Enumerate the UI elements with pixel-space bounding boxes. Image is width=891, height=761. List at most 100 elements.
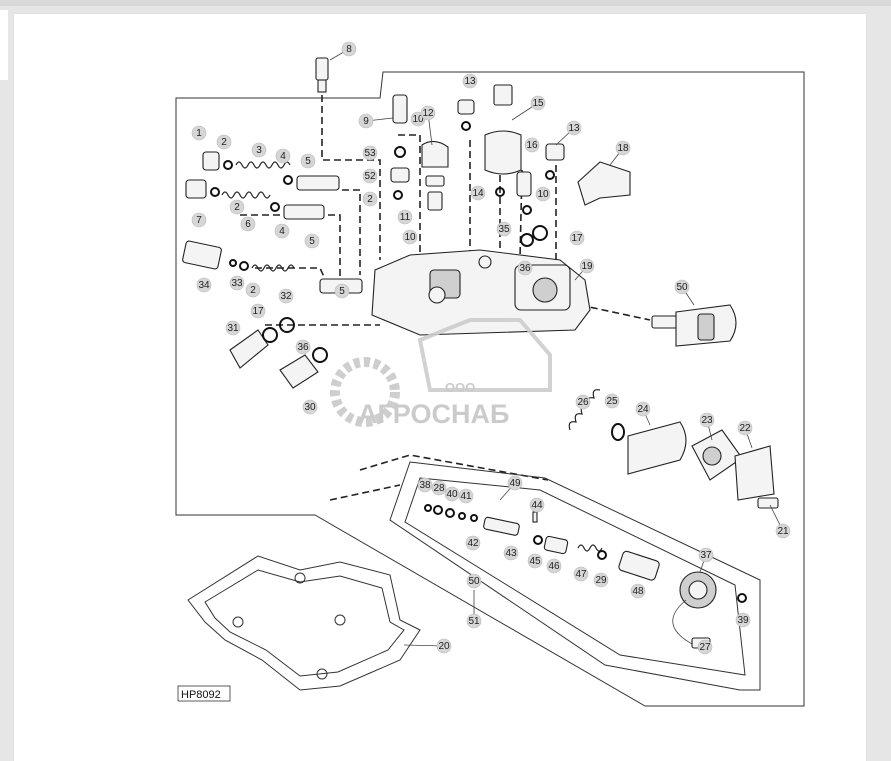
- callout-20: 20: [436, 638, 452, 654]
- callout-15: 15: [530, 95, 546, 111]
- callout-13-2: 13: [566, 120, 582, 136]
- callout-50-2: 50: [466, 573, 482, 589]
- svg-text:3: 3: [256, 145, 262, 156]
- callout-17-2: 17: [250, 303, 266, 319]
- svg-text:4: 4: [280, 151, 286, 162]
- callout-16: 16: [524, 137, 540, 153]
- svg-text:53: 53: [364, 148, 376, 159]
- svg-text:8: 8: [346, 44, 352, 55]
- svg-text:4: 4: [279, 226, 285, 237]
- callout-10-3: 10: [535, 186, 551, 202]
- svg-text:49: 49: [509, 478, 521, 489]
- svg-text:19: 19: [581, 261, 593, 272]
- callout-5: 5: [300, 153, 316, 169]
- callout-48: 48: [630, 583, 646, 599]
- svg-text:7: 7: [196, 215, 202, 226]
- callout-26: 26: [575, 394, 591, 410]
- watermark-prefix: ООО: [445, 380, 475, 395]
- svg-text:2: 2: [221, 137, 227, 148]
- callout-30: 30: [302, 399, 318, 415]
- left-components: [182, 151, 363, 389]
- callout-5-2: 5: [304, 233, 320, 249]
- svg-text:21: 21: [777, 526, 789, 537]
- top-components: [315, 57, 631, 247]
- svg-text:14: 14: [472, 188, 484, 199]
- callout-36: 36: [517, 260, 533, 276]
- left-panel-edge: [0, 10, 8, 80]
- callout-24: 24: [635, 401, 651, 417]
- svg-text:45: 45: [529, 556, 541, 567]
- svg-text:46: 46: [548, 561, 560, 572]
- callout-43: 43: [503, 545, 519, 561]
- callout-3: 3: [251, 142, 267, 158]
- callout-18: 18: [615, 140, 631, 156]
- svg-text:17: 17: [571, 233, 583, 244]
- callout-22: 22: [737, 420, 753, 436]
- svg-text:37: 37: [700, 550, 712, 561]
- svg-text:10: 10: [537, 189, 549, 200]
- svg-text:25: 25: [606, 396, 618, 407]
- svg-text:36: 36: [297, 342, 309, 353]
- callout-49: 49: [507, 475, 523, 491]
- callout-4-2: 4: [274, 223, 290, 239]
- svg-text:26: 26: [577, 397, 589, 408]
- callout-28: 28: [431, 480, 447, 496]
- svg-text:52: 52: [364, 171, 376, 182]
- diagram-card: [14, 14, 866, 761]
- callout-38: 38: [417, 477, 433, 493]
- callout-34: 34: [196, 277, 212, 293]
- callout-13: 13: [462, 73, 478, 89]
- callout-29: 29: [593, 572, 609, 588]
- svg-text:13: 13: [464, 76, 476, 87]
- svg-text:6: 6: [245, 219, 251, 230]
- callout-27: 27: [697, 639, 713, 655]
- callout-47: 47: [573, 566, 589, 582]
- callout-39: 39: [735, 612, 751, 628]
- svg-text:10: 10: [404, 232, 416, 243]
- svg-text:47: 47: [575, 569, 587, 580]
- callout-23: 23: [699, 412, 715, 428]
- callout-2-3: 2: [362, 191, 378, 207]
- svg-text:41: 41: [460, 491, 472, 502]
- callout-40: 40: [444, 486, 460, 502]
- callout-41: 41: [458, 488, 474, 504]
- svg-text:1: 1: [196, 128, 202, 139]
- callout-32: 32: [278, 288, 294, 304]
- svg-text:15: 15: [532, 98, 544, 109]
- callout-2-4: 2: [245, 282, 261, 298]
- svg-text:17: 17: [252, 306, 264, 317]
- svg-text:33: 33: [231, 278, 243, 289]
- module-outline-outer: [389, 461, 761, 691]
- watermark: ООО АГРОСНАБ: [330, 318, 552, 429]
- callout-36-2: 36: [295, 339, 311, 355]
- svg-text:13: 13: [568, 123, 580, 134]
- callout-35: 35: [496, 221, 512, 237]
- svg-text:16: 16: [526, 140, 538, 151]
- svg-text:43: 43: [505, 548, 517, 559]
- svg-text:36: 36: [519, 263, 531, 274]
- callout-52: 52: [362, 168, 378, 184]
- watermark-name: АГРОСНАБ: [358, 399, 509, 429]
- svg-text:32: 32: [280, 291, 292, 302]
- combine-harvester-icon: [417, 318, 552, 392]
- svg-text:5: 5: [339, 286, 345, 297]
- callout-50: 50: [674, 279, 690, 295]
- top-strip: [0, 0, 891, 6]
- callout-10-2: 10: [402, 229, 418, 245]
- solenoid-stack: [568, 389, 779, 509]
- svg-text:28: 28: [433, 483, 445, 494]
- svg-text:39: 39: [737, 615, 749, 626]
- callout-46: 46: [546, 558, 562, 574]
- svg-text:5: 5: [305, 156, 311, 167]
- svg-text:30: 30: [304, 402, 316, 413]
- svg-text:51: 51: [468, 616, 480, 627]
- svg-text:2: 2: [367, 194, 373, 205]
- reference-code: HP8092: [181, 689, 221, 701]
- callout-33: 33: [229, 275, 245, 291]
- svg-text:24: 24: [637, 404, 649, 415]
- solenoid-50: [651, 304, 737, 347]
- svg-text:50: 50: [676, 282, 688, 293]
- svg-text:9: 9: [363, 116, 369, 127]
